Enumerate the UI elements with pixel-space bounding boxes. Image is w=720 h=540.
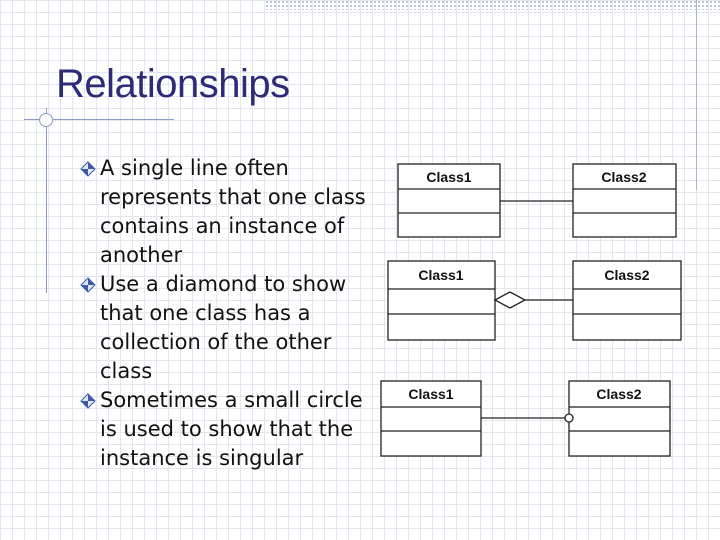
title-ring-ornament xyxy=(39,113,53,127)
class-name: Class1 xyxy=(426,169,471,185)
top-decor-band xyxy=(265,0,720,10)
class-name: Class2 xyxy=(596,386,641,402)
bullet-item: A single line often represents that one … xyxy=(78,154,378,270)
class-name: Class1 xyxy=(408,386,453,402)
singular-circle-icon xyxy=(564,413,574,423)
bullet-text: A single line often represents that one … xyxy=(100,156,366,267)
bullet-list: A single line often represents that one … xyxy=(78,154,378,473)
class-box-left: Class1 xyxy=(387,260,496,341)
class-name: Class2 xyxy=(601,169,646,185)
class-box-left: Class1 xyxy=(380,380,482,457)
title-vertical-rule xyxy=(46,108,47,293)
class-box-right: Class2 xyxy=(572,260,682,341)
uml-row-plain: Class1 Class2 xyxy=(397,163,677,238)
bullet-item: Use a diamond to show that one class has… xyxy=(78,270,378,386)
aggregation-diamond-icon xyxy=(493,291,527,309)
class-box-right: Class2 xyxy=(568,380,671,457)
slide-title: Relationships xyxy=(56,62,290,106)
uml-row-circle: Class1 Class2 xyxy=(380,380,671,457)
class-box-right: Class2 xyxy=(572,163,677,238)
diamond-bullet-icon xyxy=(80,277,96,293)
class-box-left: Class1 xyxy=(397,163,501,238)
diamond-bullet-icon xyxy=(80,393,96,409)
class-name: Class1 xyxy=(418,267,463,283)
uml-row-diamond: Class1 Class2 xyxy=(387,260,682,341)
title-underline xyxy=(24,119,174,120)
class-name: Class2 xyxy=(604,267,649,283)
bullet-item: Sometimes a small circle is used to show… xyxy=(78,386,378,473)
bullet-text: Use a diamond to show that one class has… xyxy=(100,272,347,383)
diamond-bullet-icon xyxy=(80,161,96,177)
bullet-text: Sometimes a small circle is used to show… xyxy=(100,388,363,470)
right-decor-rule xyxy=(696,0,697,190)
